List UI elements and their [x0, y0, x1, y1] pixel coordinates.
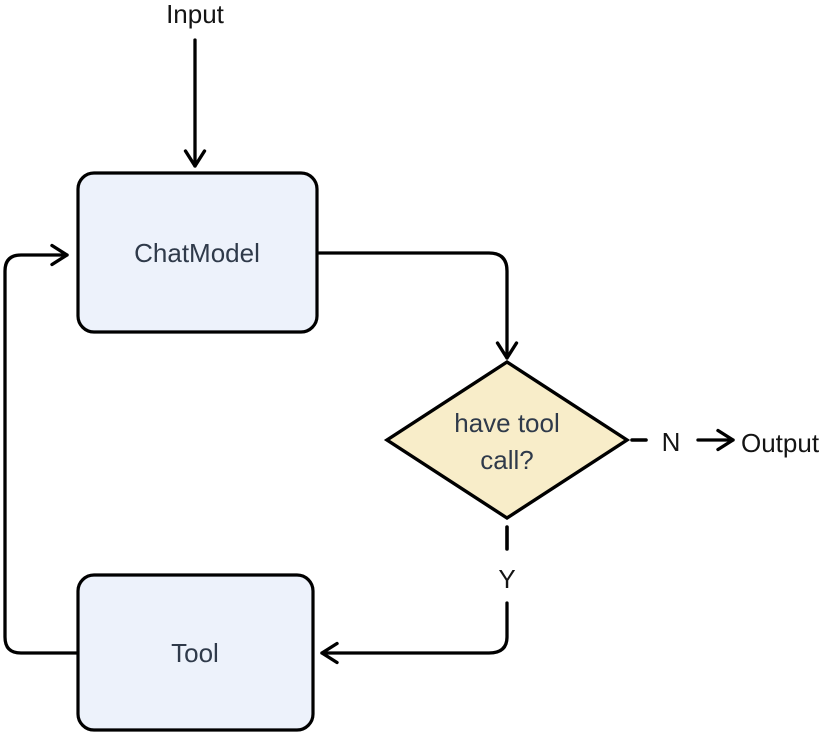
tool-to-chatmodel-loop-arrow	[3, 243, 79, 655]
nodes-layer: ChatModel have tool call? Tool	[76, 171, 631, 732]
yes-arrow-to-tool	[320, 601, 509, 665]
labels-layer: Input N Output Y	[166, 0, 820, 594]
chatmodel-node	[76, 171, 319, 334]
no-branch-label: N	[662, 427, 681, 457]
output-text-label: Output	[741, 428, 820, 458]
tool-label: Tool	[171, 638, 219, 668]
edges-layer	[3, 38, 735, 665]
decision-label-line1: have tool	[454, 408, 560, 438]
decision-diamond	[383, 359, 631, 521]
chatmodel-label: ChatModel	[134, 238, 260, 268]
input-text-label: Input	[166, 0, 225, 29]
yes-branch-label: Y	[498, 564, 515, 594]
decision-label-line2: call?	[480, 445, 533, 475]
chatmodel-to-decision-arrow	[317, 251, 519, 360]
tool-node	[76, 573, 315, 732]
